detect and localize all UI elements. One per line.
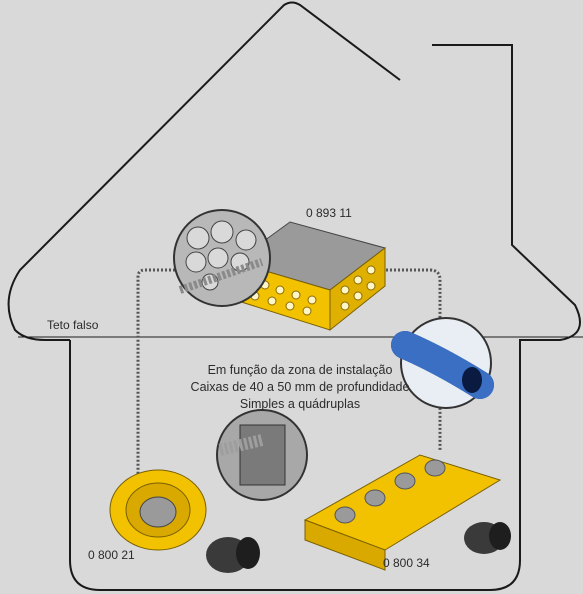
note-line-2: Caixas de 40 a 50 mm de profundidade	[191, 380, 410, 394]
note-line-1: Em função da zona de instalação	[208, 363, 393, 377]
grommet-plug-left	[206, 537, 260, 573]
grommet-plug-right	[464, 522, 511, 554]
cable-detail-lens	[174, 210, 270, 306]
box-detail-lens	[217, 410, 307, 500]
quad-box-reference: 0 800 34	[383, 556, 430, 570]
single-flush-box	[110, 470, 206, 550]
wiring-left	[138, 270, 175, 475]
single-box-reference: 0 800 21	[88, 548, 135, 562]
note-line-3: Simples a quádruplas	[240, 397, 360, 411]
quad-flush-box	[305, 455, 500, 570]
false-ceiling-label: Teto falso	[47, 318, 98, 332]
conduit-detail-lens	[401, 318, 491, 408]
junction-box-reference: 0 893 11	[306, 206, 352, 220]
